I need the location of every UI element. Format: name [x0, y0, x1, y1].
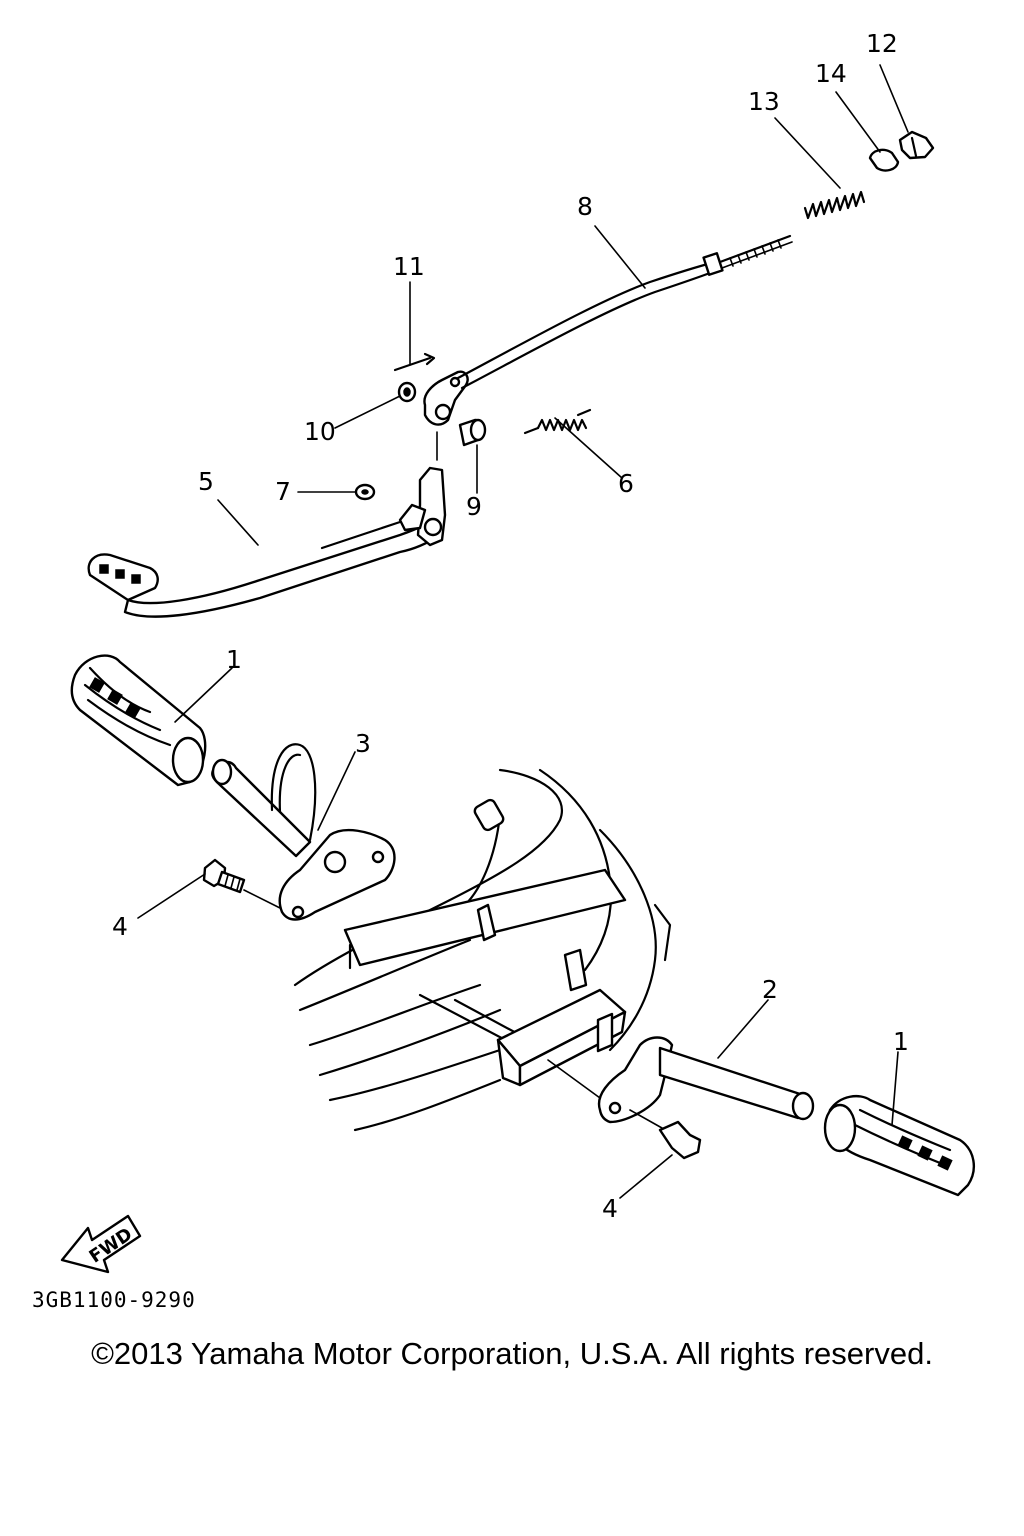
- callout-5: 5: [198, 467, 214, 496]
- leader-lines: [137, 64, 909, 1199]
- diagram-code: 3GB1100-9290: [32, 1288, 196, 1312]
- fwd-arrow-icon: FWD: [60, 1214, 142, 1274]
- rod-clevis: [423, 370, 469, 426]
- left-footrest: [70, 654, 207, 787]
- brake-pedal: [87, 466, 447, 618]
- callout-4-upper: 4: [112, 912, 128, 941]
- lower-bolt: [629, 1109, 702, 1160]
- callout-9: 9: [466, 492, 482, 521]
- brake-rod-8: [456, 234, 793, 390]
- left-footrest-bracket: [211, 743, 396, 921]
- adjuster-nut-12: [898, 130, 935, 160]
- callout-10: 10: [304, 417, 336, 446]
- cotter-pin-11: [393, 352, 436, 372]
- frame-outline: [293, 768, 672, 1132]
- right-footrest: [823, 1094, 976, 1197]
- copyright-notice: ©2013 Yamaha Motor Corporation, U.S.A. A…: [91, 1336, 933, 1371]
- washer-7: [354, 483, 376, 501]
- callout-7: 7: [275, 477, 291, 506]
- callout-12: 12: [866, 29, 898, 58]
- callout-numbers: 12 14 13 8 11 10 7 9 5 6 1 3 4 2 1 4: [112, 29, 909, 1223]
- callout-2: 2: [762, 975, 778, 1004]
- callout-8: 8: [577, 192, 593, 221]
- callout-13: 13: [748, 87, 780, 116]
- callout-4-lower: 4: [602, 1194, 618, 1223]
- spring-6: [523, 408, 592, 435]
- washer-10: [397, 381, 417, 403]
- collar-14: [868, 148, 900, 172]
- clevis-pin-9: [458, 418, 487, 447]
- parts-diagram: 12 14 13 8 11 10 7 9 5 6 1 3 4 2 1 4 FWD: [60, 29, 976, 1274]
- callout-6: 6: [618, 469, 634, 498]
- callout-3: 3: [355, 729, 371, 758]
- callout-14: 14: [815, 59, 847, 88]
- right-footrest-bracket: [547, 1036, 815, 1124]
- callout-11: 11: [393, 252, 425, 281]
- spring-13: [803, 190, 866, 220]
- upper-bolt: [202, 858, 281, 909]
- callout-1-upper: 1: [226, 645, 242, 674]
- callout-1-lower: 1: [893, 1027, 909, 1056]
